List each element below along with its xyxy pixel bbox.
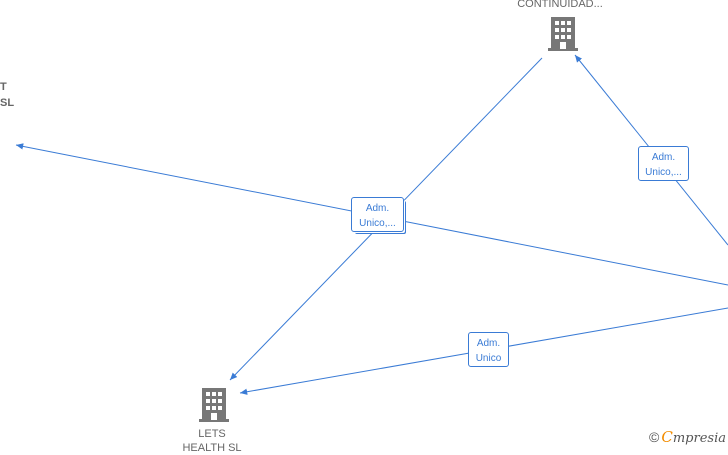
brand-logo: ©Cmpresia	[649, 428, 726, 446]
relation-label-right-line2: Unico,...	[645, 167, 682, 178]
relation-label-bottom[interactable]: Adm. Unico	[468, 332, 509, 367]
brand-name: mpresia	[672, 431, 726, 446]
relation-label-center[interactable]: Adm. Unico,...	[351, 197, 404, 232]
relation-label-center-line1: Adm.	[365, 203, 390, 214]
node-label-left-line2[interactable]: SL	[0, 97, 15, 109]
relation-label-right-line1: Adm.	[651, 152, 676, 163]
relation-label-bottom-line2: Unico	[475, 353, 502, 364]
node-label-continuidad[interactable]: CONTINUIDAD...	[517, 0, 603, 10]
node-label-left-line1[interactable]: T	[0, 81, 7, 93]
relation-label-right[interactable]: Adm. Unico,...	[638, 146, 689, 181]
building-icon[interactable]	[548, 17, 578, 51]
relation-label-center-line2: Unico,...	[359, 218, 396, 229]
node-label-lets-line1[interactable]: LETS	[198, 428, 226, 440]
node-label-lets-line2[interactable]: HEALTH SL	[182, 442, 242, 454]
relation-label-bottom-line1: Adm.	[476, 338, 501, 349]
building-icon[interactable]	[199, 388, 229, 422]
brand-initial: C	[661, 428, 673, 446]
copyright-symbol: ©	[649, 429, 660, 445]
